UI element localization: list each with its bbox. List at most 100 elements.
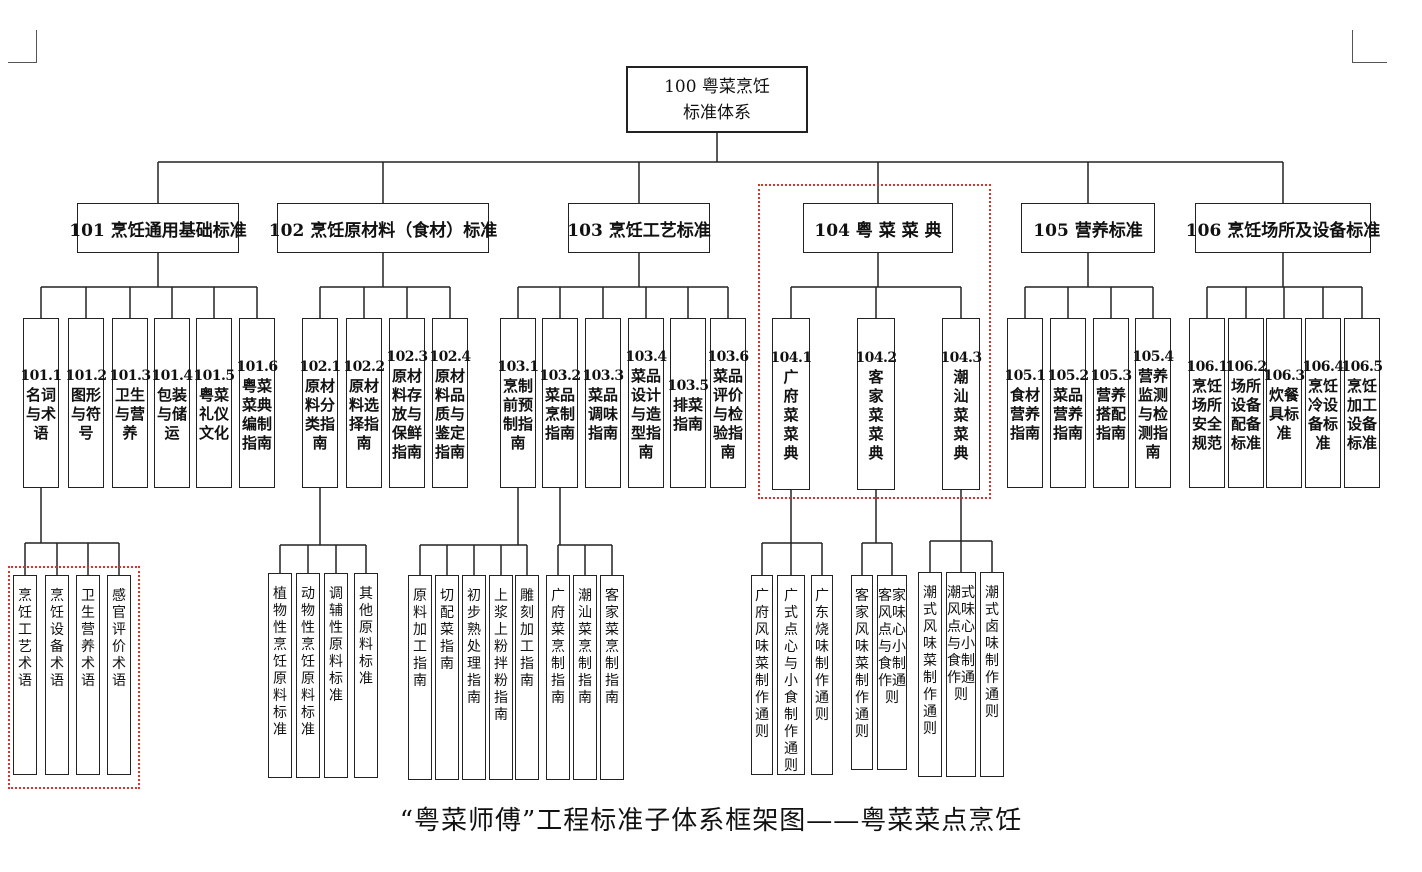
level3-name: 烹饪设备术语 [50,588,64,689]
level1-label: 101 烹饪通用基础标准 [69,220,247,241]
level2-name: 菜品调味指南 [587,386,618,442]
level2-name: 原材料存放与保鲜指南 [391,367,422,461]
level3-name: 上浆上粉拌粉指南 [494,588,508,723]
level2-102-3: 102.3 原材料存放与保鲜指南 [386,318,428,488]
level2-101-4: 101.4 包装与储运 [151,318,193,488]
level2-code: 101.5 [193,368,235,384]
level2-name: 烹饪冷设备标准 [1307,376,1338,452]
level2-105-3: 105.3 营养搭配指南 [1090,318,1132,488]
level3-leaf: 客家风味点心与小食制作通则 [877,575,907,770]
level1-105: 105 营养标准 [1021,203,1155,253]
level2-code: 103.5 [667,377,709,394]
level1-label: 102 烹饪原材料（食材）标准 [268,220,498,241]
level2-name: 粤菜菜典编制指南 [241,376,272,452]
level3-leaf: 初步熟处理指南 [462,575,486,780]
level1-102: 102 烹饪原材料（食材）标准 [269,203,497,253]
level2-code: 101.6 [236,358,278,375]
level2-name: 营养监测与检测指南 [1137,367,1168,461]
level3-leaf: 广式点心与小食制作通则 [777,575,805,775]
level2-code: 102.3 [386,349,428,365]
level3-name: 潮汕菜烹制指南 [578,588,592,706]
level1-label: 103 烹饪工艺标准 [567,220,711,241]
level2-name: 包装与储运 [156,386,187,442]
level3-name: 植物性烹饪原料标准 [273,586,287,738]
level2-name: 营养搭配指南 [1095,386,1126,442]
level2-name: 菜品营养指南 [1052,386,1083,442]
level2-name: 炊餐具标准 [1268,386,1299,442]
level3-leaf: 调辅性原料标准 [324,573,348,778]
level2-code: 101.4 [151,368,193,384]
level3-name: 烹饪工艺术语 [18,588,32,689]
level2-103-3: 103.3 菜品调味指南 [582,318,624,488]
level2-code: 106.4 [1302,358,1344,375]
level1-101: 101 烹饪通用基础标准 [69,203,247,253]
level1-104: 104 粤 菜 菜 典 [803,203,953,253]
level2-name: 菜品设计与造型指南 [630,367,661,461]
level2-code: 106.3 [1263,368,1305,384]
level2-code: 103.2 [539,368,581,384]
level3-name: 广东烧味制作通则 [815,588,829,723]
level2-code: 105.2 [1047,368,1089,384]
level2-102-4: 102.4 原材料品质与鉴定指南 [429,318,471,488]
level3-name: 雕刻加工指南 [520,588,534,689]
level2-name: 菜品烹制指南 [544,386,575,442]
level2-code: 103.3 [582,368,624,384]
root-title-line1: 100 粤菜烹饪 [664,76,770,97]
level3-name: 其他原料标准 [359,586,373,687]
level3-leaf: 植物性烹饪原料标准 [268,573,292,778]
level2-106-3: 106.3 炊餐具标准 [1263,318,1305,488]
level2-name: 原材料品质与鉴定指南 [434,367,465,461]
level2-name: 客家菜菜典 [868,368,884,462]
root-title-line2: 标准体系 [682,102,751,123]
level3-leaf: 潮式风味点心与小食制作通则 [946,572,976,777]
level1-label: 105 营养标准 [1033,220,1143,241]
level3-leaf: 感官评价术语 [107,575,131,775]
level2-code: 106.2 [1225,358,1267,375]
level2-name: 广府菜菜典 [783,368,799,462]
level1-106: 106 烹饪场所及设备标准 [1186,203,1380,253]
level2-103-2: 103.2 菜品烹制指南 [539,318,581,488]
level3-name: 广式点心与小食制作通则 [784,588,798,774]
level2-code: 104.2 [855,350,897,366]
level2-code: 105.1 [1004,368,1046,384]
level3-name: 切配菜指南 [440,588,454,672]
level3-name: 潮式风味点心与小食制作通则 [947,585,975,703]
level2-code: 103.6 [707,349,749,365]
level3-leaf: 动物性烹饪原料标准 [296,573,320,778]
level3-leaf: 烹饪设备术语 [45,575,69,775]
level2-code: 102.4 [429,349,471,365]
level2-code: 102.1 [299,358,341,375]
level2-code: 102.2 [343,358,385,375]
level2-code: 106.1 [1186,358,1228,375]
level1-label: 106 烹饪场所及设备标准 [1185,220,1381,241]
level3-name: 感官评价术语 [112,588,126,689]
level2-code: 106.5 [1341,358,1383,375]
level2-name: 烹饪场所安全规范 [1191,376,1222,452]
level3-name: 广府风味菜制作通则 [755,588,769,740]
level2-code: 105.3 [1090,368,1132,384]
root-node: 100 粤菜烹饪 标准体系 [626,66,808,133]
level3-name: 客家风味点心与小食制作通则 [878,588,906,706]
level3-name: 潮式卤味制作通则 [985,585,999,720]
level3-name: 客家风味菜制作通则 [855,588,869,740]
level2-code: 105.4 [1132,349,1174,365]
level3-name: 动物性烹饪原料标准 [301,586,315,738]
level3-leaf: 切配菜指南 [435,575,459,780]
level3-leaf: 上浆上粉拌粉指南 [489,575,513,780]
level3-leaf: 潮汕菜烹制指南 [573,575,597,780]
